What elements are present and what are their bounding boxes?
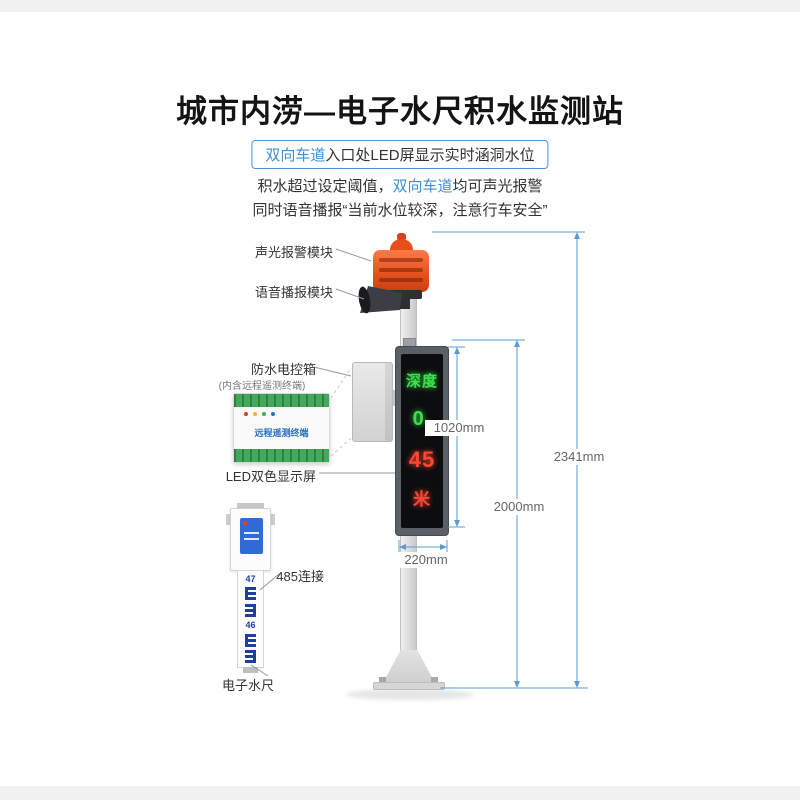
gauge-bottom-tip bbox=[243, 667, 258, 673]
gauge-ear-right bbox=[270, 514, 275, 525]
status-led bbox=[253, 412, 257, 416]
alarm-beacon-body bbox=[373, 250, 429, 292]
badge-highlight: 双向车道 bbox=[265, 147, 326, 164]
gauge-nameplate bbox=[240, 518, 263, 554]
led-text-row: 米 bbox=[413, 490, 431, 509]
led-display-screen: 深度 0. 45 米 bbox=[401, 354, 443, 528]
control-box-shade bbox=[385, 363, 392, 441]
gauge-ear-left bbox=[226, 514, 231, 525]
dim-label-screen-height: 1020mm bbox=[425, 420, 493, 436]
pole-base-cone bbox=[383, 650, 435, 683]
alarm-slot bbox=[379, 258, 423, 262]
label-led-screen: LED双色显示屏 bbox=[225, 469, 316, 484]
intro-line-1: 积水超过设定阈值，双向车道均可声光报警 bbox=[0, 175, 800, 196]
dim-arrow bbox=[454, 347, 460, 354]
callout-line-control-box bbox=[313, 366, 352, 377]
callout-line-voice bbox=[335, 288, 365, 300]
led-text-row: 深度 bbox=[405, 373, 438, 390]
top-border-band bbox=[0, 0, 800, 12]
label-voice-module: 语音播报模块 bbox=[254, 285, 333, 300]
callout-line-alarm bbox=[335, 248, 372, 262]
bottom-border-band bbox=[0, 786, 800, 800]
gauge-top-bracket bbox=[237, 503, 264, 509]
pole-base-plate bbox=[373, 682, 445, 690]
label-water-gauge: 电子水尺 bbox=[222, 678, 275, 693]
alarm-slot bbox=[379, 268, 423, 272]
gauge-nameplate-text-bar bbox=[244, 538, 259, 540]
alarm-bracket bbox=[381, 290, 422, 299]
intro-line-2: 同时语音播报“当前水位较深，注意行车安全” bbox=[252, 202, 548, 219]
status-led bbox=[262, 412, 266, 416]
base-bolt bbox=[379, 677, 386, 683]
dim-label-screen-width: 220mm bbox=[398, 552, 454, 568]
status-led bbox=[244, 412, 248, 416]
alarm-beacon-tip bbox=[397, 233, 406, 241]
page-title: 城市内涝—电子水尺积水监测站 bbox=[176, 94, 624, 129]
waterproof-control-box bbox=[352, 362, 393, 442]
gauge-e-mark bbox=[245, 604, 256, 618]
terminal-label: 远程遥测终端 bbox=[254, 428, 309, 438]
led-text-row: 45 bbox=[408, 447, 436, 472]
gauge-nameplate-text-bar bbox=[244, 532, 259, 534]
dim-label-pole-height: 2000mm bbox=[485, 499, 553, 515]
badge-subtitle: 双向车道入口处LED屏显示实时涵洞水位 bbox=[251, 140, 549, 169]
speaker-mouth bbox=[358, 286, 371, 314]
gauge-staff-ruler: 47 46 bbox=[237, 570, 264, 668]
gauge-head-unit bbox=[230, 508, 271, 571]
dim-arrow bbox=[574, 681, 580, 688]
label-control-box-sub: (内含远程遥测终端) bbox=[218, 381, 306, 392]
terminal-block-top bbox=[234, 394, 329, 407]
gauge-scale-number: 46 bbox=[245, 619, 256, 630]
ground-shadow bbox=[346, 689, 474, 700]
gauge-scale-number: 47 bbox=[245, 573, 256, 584]
label-alarm-module: 声光报警模块 bbox=[254, 245, 333, 260]
status-led bbox=[271, 412, 275, 416]
label-control-box: 防水电控箱 bbox=[250, 362, 316, 377]
dim-arrow bbox=[454, 520, 460, 527]
dim-arrow bbox=[514, 340, 520, 347]
dim-arrow bbox=[440, 544, 447, 550]
dim-label-total-height: 2341mm bbox=[545, 449, 613, 465]
badge-rest: 入口处LED屏显示实时涵洞水位 bbox=[325, 147, 535, 164]
alarm-beacon-dome bbox=[390, 239, 413, 253]
alarm-slot bbox=[379, 278, 423, 282]
label-rs485: 485连接 bbox=[276, 569, 324, 584]
intro-line-1-pre: 积水超过设定阈值， bbox=[257, 178, 393, 195]
gauge-nameplate-dot bbox=[243, 521, 247, 525]
gauge-e-mark bbox=[245, 587, 256, 601]
dim-arrow bbox=[514, 681, 520, 688]
device-link-line bbox=[330, 437, 352, 457]
gauge-e-mark bbox=[245, 633, 256, 647]
dim-arrow bbox=[574, 232, 580, 239]
intro-line-1-post: 均可声光报警 bbox=[452, 178, 543, 195]
terminal-block-bottom bbox=[234, 449, 329, 462]
remote-telemetry-terminal: 远程遥测终端 bbox=[233, 393, 330, 463]
status-led-row bbox=[244, 412, 275, 416]
intro-line-1-highlight: 双向车道 bbox=[392, 178, 453, 195]
gauge-e-mark bbox=[245, 650, 256, 664]
device-link-line bbox=[330, 367, 352, 399]
base-bolt bbox=[431, 677, 438, 683]
